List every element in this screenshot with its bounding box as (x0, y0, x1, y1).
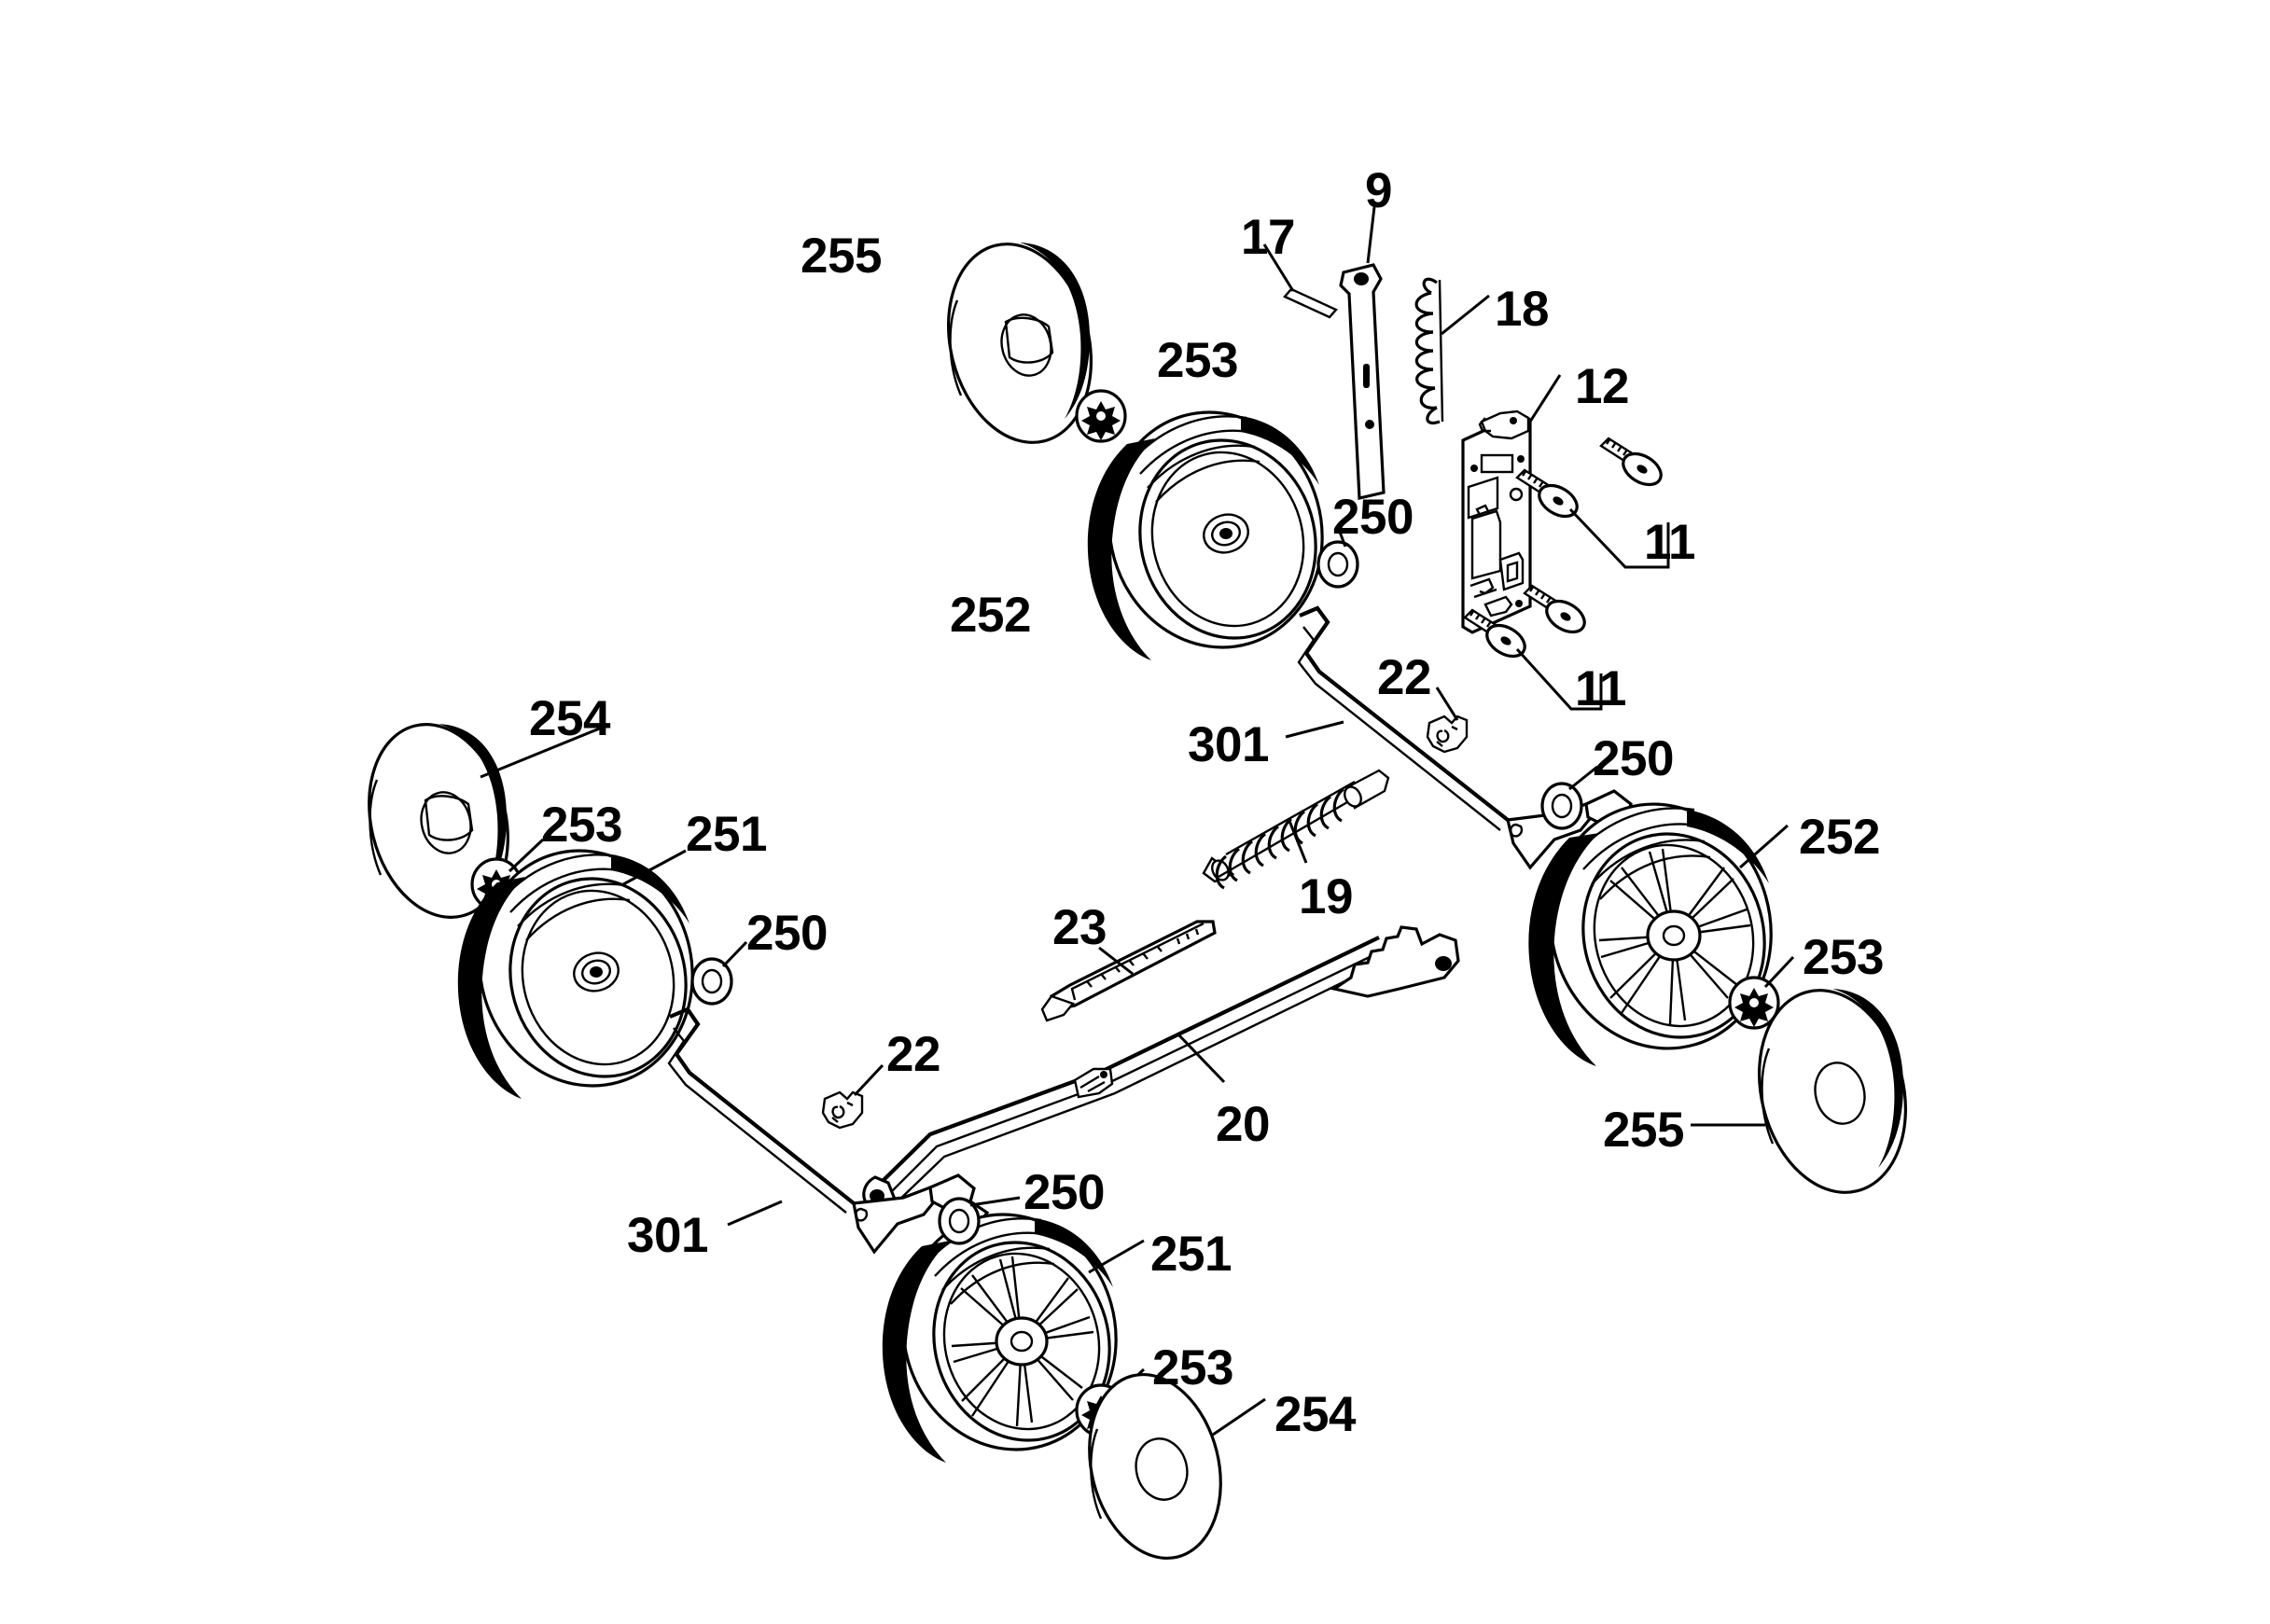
callout-12: 12 (1575, 359, 1629, 414)
callout-301-top: 301 (1188, 717, 1269, 772)
wheel-top-left (1087, 410, 1324, 660)
toothed-strap-23 (1040, 920, 1217, 1022)
pin-17 (1283, 287, 1338, 319)
callout-11-lower: 11 (1575, 661, 1627, 716)
flat-washer-top (1316, 540, 1359, 589)
callout-250-top: 250 (1332, 490, 1414, 545)
callout-22-top: 22 (1377, 650, 1431, 705)
callout-255-bottom: 255 (1603, 1103, 1684, 1158)
flat-washer-left (690, 957, 733, 1006)
callout-250-bottom: 250 (1024, 1165, 1105, 1220)
flat-washer-bottom (938, 1197, 981, 1245)
callout-253-top: 253 (1157, 333, 1238, 388)
callout-22-bottom: 22 (886, 1027, 940, 1082)
hubcap-left (368, 723, 509, 919)
screw-11-a (1599, 437, 1663, 487)
screw-11-b (1515, 468, 1579, 519)
wheel-right (1528, 802, 1773, 1066)
star-washer-right (1728, 976, 1780, 1030)
callout-251-bottom: 251 (1150, 1227, 1232, 1282)
callout-250-left: 250 (746, 906, 828, 961)
callout-19: 19 (1299, 869, 1353, 924)
wheel-bottom (882, 1213, 1118, 1463)
link-bar-9 (1339, 263, 1386, 500)
callout-254-bottom: 254 (1274, 1387, 1356, 1442)
callout-253-right: 253 (1803, 930, 1884, 985)
hubcap-bottom (1088, 1372, 1222, 1561)
wheel-left (457, 849, 694, 1099)
height-adjust-bar-20 (862, 925, 1460, 1213)
extension-spring-19 (1202, 769, 1390, 890)
callout-9: 9 (1365, 163, 1392, 218)
axle-rod-bottom (667, 1006, 990, 1255)
screw-11-c (1523, 584, 1586, 634)
screw-11-d (1463, 608, 1526, 659)
callout-20: 20 (1216, 1097, 1270, 1152)
callout-17: 17 (1241, 210, 1295, 265)
callout-254-left: 254 (529, 691, 610, 746)
hubcap-bottom-right (1758, 989, 1907, 1194)
star-washer-top (1075, 389, 1127, 443)
bracket-plate-12 (1461, 409, 1532, 634)
callout-18: 18 (1495, 282, 1549, 337)
callout-301-bottom: 301 (627, 1208, 708, 1263)
callout-11-upper: 11 (1644, 515, 1696, 570)
callout-253-left: 253 (541, 798, 622, 853)
callout-253-bottom: 253 (1152, 1340, 1233, 1395)
callout-255-top: 255 (801, 229, 882, 284)
retaining-clip-top (1426, 715, 1469, 754)
retaining-clip-bottom (821, 1090, 864, 1130)
coil-spring-18 (1414, 277, 1444, 424)
callout-251-left: 251 (686, 807, 767, 862)
callout-252-right: 252 (1799, 810, 1880, 865)
hubcap-top-left (946, 243, 1093, 444)
callout-23: 23 (1052, 900, 1107, 955)
callout-252-top: 252 (950, 588, 1031, 643)
flat-washer-right (1540, 782, 1583, 830)
callout-250-right: 250 (1593, 731, 1674, 786)
